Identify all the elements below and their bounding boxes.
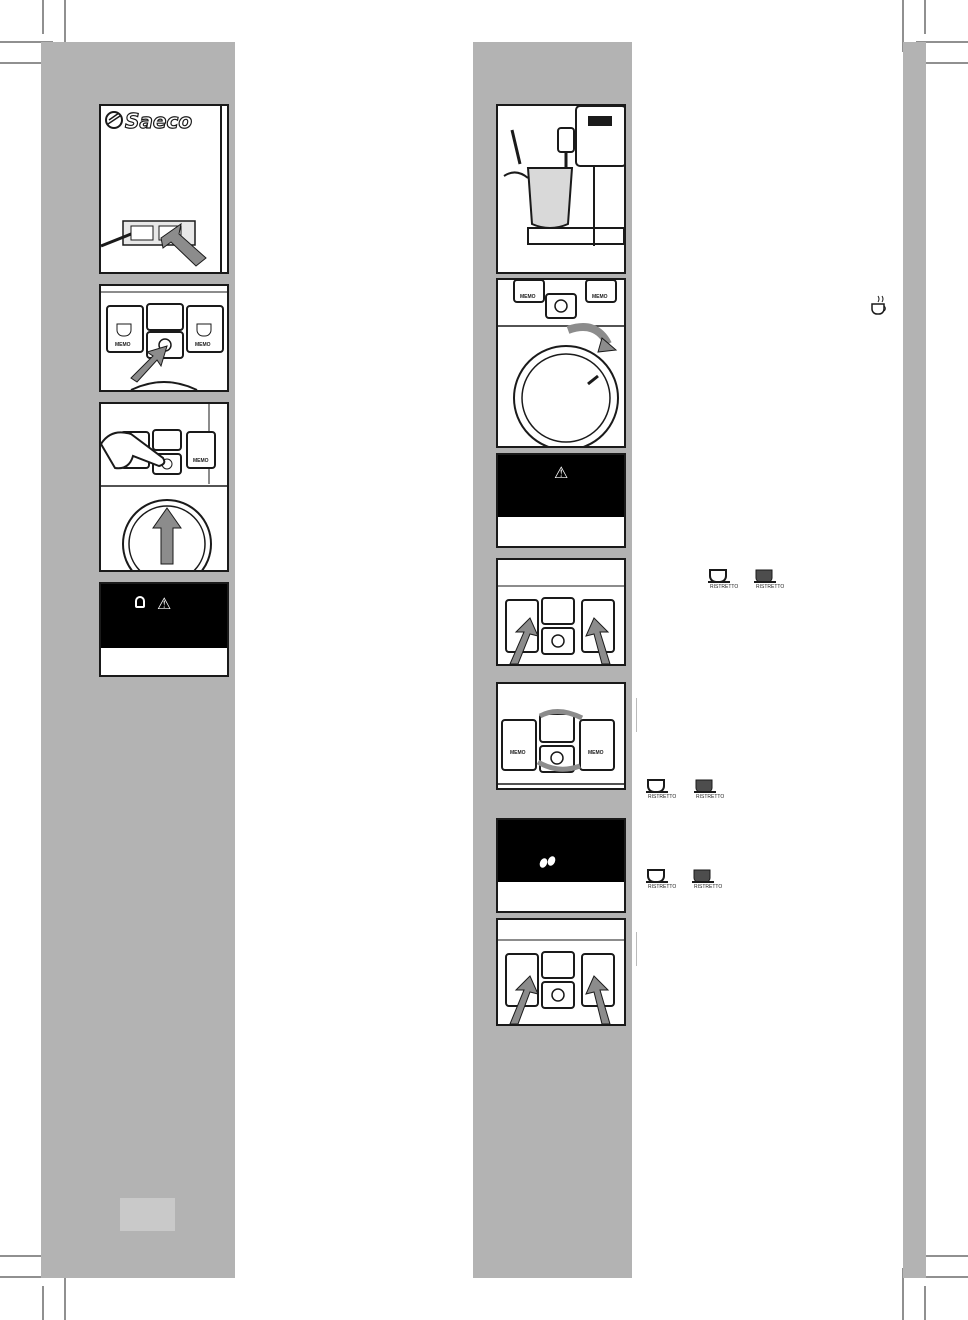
steam-cup-icon (871, 295, 886, 315)
note-rule (636, 698, 637, 732)
svg-text:MEMO: MEMO (510, 750, 526, 756)
warning-icon: ⚠ (554, 463, 569, 482)
svg-text:RISTRETTO: RISTRETTO (696, 794, 724, 800)
svg-text:RISTRETTO: RISTRETTO (710, 584, 738, 590)
figure-turn-knob: MEMO MEMO (496, 278, 626, 448)
figure-scroll-arrows: MEMO MEMO (496, 682, 626, 790)
bean-icon (546, 854, 557, 868)
svg-text:RISTRETTO: RISTRETTO (648, 794, 676, 800)
svg-text:MEMO: MEMO (588, 750, 604, 756)
svg-text:RISTRETTO: RISTRETTO (694, 884, 722, 890)
cup-icons-row-1: RISTRETTO RISTRETTO (708, 569, 784, 590)
right-edge-strip (903, 42, 926, 1278)
figure-press-both-cup-buttons-2 (496, 918, 626, 1026)
svg-text:MEMO: MEMO (115, 342, 131, 348)
cup-icons-row-2: RISTRETTO RISTRETTO (646, 779, 724, 800)
svg-text:MEMO: MEMO (195, 342, 211, 348)
svg-text:RISTRETTO: RISTRETTO (648, 884, 676, 890)
display-warning-left: ⚠ (99, 582, 229, 677)
svg-text:MEMO: MEMO (193, 458, 209, 464)
figure-power-plug: Saeco (99, 104, 229, 274)
figure-power-button-press: MEMO MEMO (99, 284, 229, 392)
cup-icons-row-3: RISTRETTO RISTRETTO (646, 869, 722, 890)
saeco-logo-text: Saeco (125, 109, 192, 133)
figure-finger-press-knob: MEMO (99, 402, 229, 572)
figure-milk-frothing (496, 104, 626, 274)
svg-text:MEMO: MEMO (592, 294, 608, 300)
note-rule (636, 932, 637, 966)
warning-icon: ⚠ (157, 594, 172, 613)
figure-press-both-cup-buttons (496, 558, 626, 666)
no-bell-icon (135, 596, 145, 608)
display-beans (496, 818, 626, 913)
svg-text:RISTRETTO: RISTRETTO (756, 584, 784, 590)
display-warning-right: ⚠ (496, 453, 626, 548)
svg-text:MEMO: MEMO (520, 294, 536, 300)
page-number-box (120, 1198, 175, 1231)
